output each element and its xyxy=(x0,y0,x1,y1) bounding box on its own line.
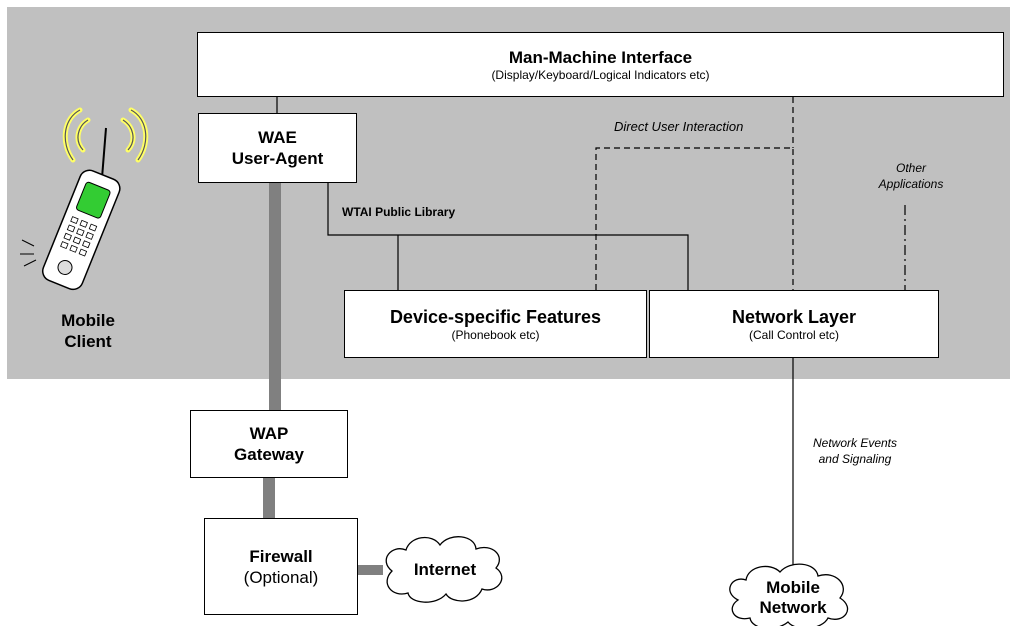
firewall-line1: Firewall xyxy=(249,546,313,566)
wtai-label: WTAI Public Library xyxy=(342,205,456,219)
mmi-subtitle: (Display/Keyboard/Logical Indicators etc… xyxy=(491,67,710,82)
network-layer-title: Network Layer xyxy=(731,306,857,327)
mobile-client-label: Mobile Client xyxy=(28,310,148,352)
other-applications-label: Other Applications xyxy=(856,160,966,192)
other-apps-line2: Applications xyxy=(878,177,944,191)
gateway-line1: WAP xyxy=(249,424,289,443)
link-gateway-firewall xyxy=(263,477,275,519)
wap-gateway-box: WAP Gateway xyxy=(190,410,348,478)
firewall-line2: (Optional) xyxy=(243,567,319,587)
link-wae-gateway xyxy=(269,182,281,410)
wae-line1: WAE xyxy=(258,128,297,147)
device-subtitle: (Phonebook etc) xyxy=(451,327,540,342)
direct-user-interaction-label: Direct User Interaction xyxy=(614,119,744,134)
link-firewall-internet xyxy=(357,565,383,575)
firewall-box: Firewall (Optional) xyxy=(204,518,358,615)
mobile-client-line1: Mobile xyxy=(61,311,115,330)
gateway-line2: Gateway xyxy=(234,445,304,464)
net-events-line1: Network Events xyxy=(812,436,898,450)
mmi-box: Man-Machine Interface (Display/Keyboard/… xyxy=(197,32,1004,97)
network-layer-subtitle: (Call Control etc) xyxy=(748,327,840,342)
mobile-phone-icon xyxy=(20,107,149,291)
internet-cloud xyxy=(385,536,503,603)
net-events-line2: and Signaling xyxy=(818,452,892,466)
other-apps-line1: Other xyxy=(895,161,926,175)
mobile-network-label: Mobile Network xyxy=(745,578,841,618)
wae-line2: User-Agent xyxy=(231,149,324,168)
mmi-title: Man-Machine Interface xyxy=(508,47,693,67)
link-direct-user-interaction xyxy=(595,147,794,290)
internet-label: Internet xyxy=(413,560,477,579)
mobile-network-line1: Mobile xyxy=(766,578,820,597)
mobile-network-line2: Network xyxy=(759,598,827,617)
mobile-client-line2: Client xyxy=(64,332,112,351)
network-layer-box: Network Layer (Call Control etc) xyxy=(649,290,939,358)
network-events-label: Network Events and Signaling xyxy=(800,435,910,467)
wae-user-agent-box: WAE User-Agent xyxy=(198,113,357,183)
device-features-box: Device-specific Features (Phonebook etc) xyxy=(344,290,647,358)
device-title: Device-specific Features xyxy=(389,306,602,327)
link-wtai-bus xyxy=(327,183,689,290)
